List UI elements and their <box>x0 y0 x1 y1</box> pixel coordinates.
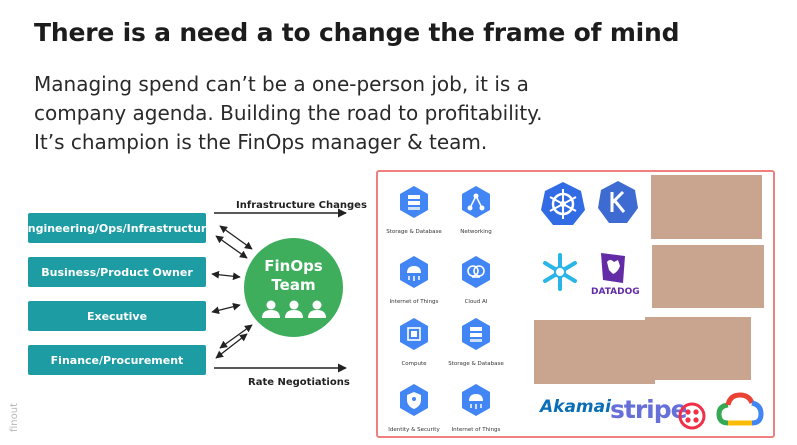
svg-text:finout: finout <box>9 403 20 432</box>
storage-icon <box>400 186 428 218</box>
team-label: Team <box>271 276 316 294</box>
storage-icon <box>462 318 490 350</box>
people-icon <box>244 300 343 318</box>
akamai-logo: Akamai <box>540 397 611 417</box>
redacted-logo <box>652 245 764 308</box>
arrow-fin-a <box>219 324 253 349</box>
service-compute: Compute <box>378 317 450 367</box>
service-caption: Compute <box>401 361 427 367</box>
slide-body: Managing spend can’t be a one-person job… <box>34 70 543 157</box>
datadog-icon <box>601 253 625 283</box>
arrow-exec <box>211 302 241 315</box>
service-caption: Identity & Security <box>388 427 440 433</box>
kubernetes-icon <box>541 182 585 225</box>
stripe-logo: stripe <box>610 395 688 424</box>
service-iot: Internet of Things <box>378 255 450 305</box>
service-caption: Cloud AI <box>464 299 488 305</box>
twilio-icon <box>678 402 706 430</box>
stakeholder-finance: Finance/Procurement <box>28 345 206 375</box>
cloud-ai-icon <box>462 256 490 288</box>
service-caption: Networking <box>460 229 492 235</box>
security-icon <box>400 384 428 416</box>
stakeholder-engineering: Engineering/Ops/Infrastructure <box>20 213 214 243</box>
iot-icon <box>400 256 428 288</box>
snowflake-icon <box>543 253 577 291</box>
body-line-1: Managing spend can’t be a one-person job… <box>34 72 529 96</box>
datadog-wordmark: DATADOG <box>591 287 640 297</box>
compute-icon <box>400 318 428 350</box>
service-caption: Internet of Things <box>451 427 501 433</box>
slide-title: There is a need a to change the frame of… <box>34 18 680 47</box>
service-caption: Internet of Things <box>389 299 439 305</box>
service-caption: Storage & Database <box>386 229 442 235</box>
redacted-logo <box>645 317 751 380</box>
knative-icon <box>598 181 638 223</box>
service-storage-database-2: Storage & Database <box>440 317 512 367</box>
label-rate-negotiations: Rate Negotiations <box>248 377 350 388</box>
arrow-eng-b <box>215 235 248 259</box>
redacted-logo <box>651 175 762 239</box>
service-identity-security: Identity & Security <box>378 383 450 433</box>
finops-label: FinOps <box>264 257 323 275</box>
finout-logo: finout <box>9 403 20 432</box>
label-infrastructure-changes: Infrastructure Changes <box>236 200 367 211</box>
redacted-logo <box>534 320 655 384</box>
service-networking: Networking <box>440 185 512 235</box>
stakeholder-executive: Executive <box>28 301 206 331</box>
body-line-3: It’s champion is the FinOps manager & te… <box>34 130 488 154</box>
stakeholder-business: Business/Product Owner <box>28 257 206 287</box>
arrow-fin-b <box>215 333 248 359</box>
body-line-2: company agenda. Building the road to pro… <box>34 101 543 125</box>
google-cloud-icon <box>716 392 764 426</box>
service-caption: Storage & Database <box>448 361 504 367</box>
arrow-eng-a <box>219 225 253 250</box>
service-iot-2: Internet of Things <box>440 383 512 433</box>
networking-icon <box>462 186 490 218</box>
finops-team-circle: FinOps Team <box>244 238 343 337</box>
service-storage-database: Storage & Database <box>378 185 450 235</box>
arrow-biz <box>211 270 241 281</box>
iot-icon <box>462 384 490 416</box>
service-cloud-ai: Cloud AI <box>440 255 512 305</box>
